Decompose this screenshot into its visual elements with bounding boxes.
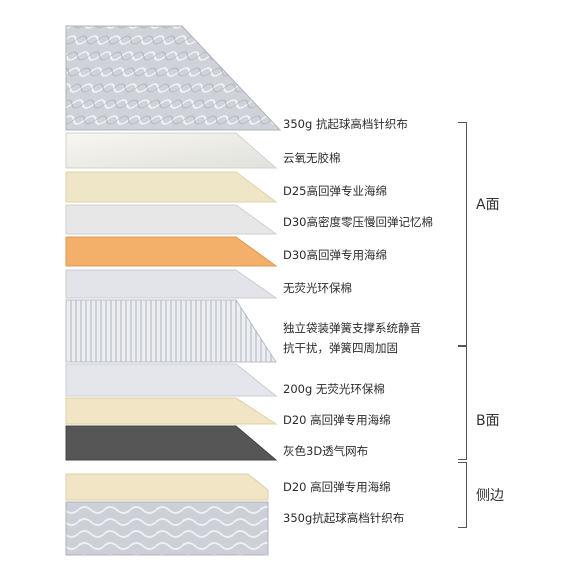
bracket-a-side [458,122,467,346]
label-d30-foam: D30高回弹专用海绵 [283,248,387,262]
bracket-edge [458,462,467,528]
section-a-label: A面 [476,197,500,213]
label-d30-memory: D30高密度零压慢回弹记忆棉 [283,215,433,229]
layer-d30-memory [65,204,278,235]
section-b-label: B面 [476,413,500,429]
layer-d20-foam [65,397,278,425]
label-200g-cotton: 200g 无荧光环保棉 [283,382,385,396]
label-side-foam: D20 高回弹专用海绵 [283,480,391,494]
label-spring-line2: 抗干扰，弹簧四周加固 [283,341,398,355]
layer-d25-foam [65,171,278,203]
label-350g-knit: 350g 抗起球高档针织布 [283,117,408,131]
layer-200g-cotton [65,363,278,397]
label-eco-cotton: 无荧光环保棉 [283,281,352,295]
label-d20-foam: D20 高回弹专用海绵 [283,413,391,427]
layer-gray-mesh [65,425,278,461]
bracket-b-side [458,346,467,460]
layer-d30-orange-foam [65,236,278,267]
layer-pocket-springs [65,299,277,363]
layer-quilt-top [65,25,282,131]
layer-eco-cotton [65,269,278,299]
layer-side-knit [65,501,269,556]
label-side-knit: 350g抗起球高档针织布 [283,511,405,525]
label-cloud-cotton: 云氧无胶棉 [283,151,341,165]
label-spring-line1: 独立袋装弹簧支撑系统静音 [283,321,421,335]
label-d25-foam: D25高回弹专业海绵 [283,184,387,198]
section-side-label: 侧边 [476,488,504,504]
label-gray-mesh: 灰色3D透气网布 [283,444,369,458]
layer-side-foam [65,473,269,501]
layer-cloud-cotton [65,132,278,169]
